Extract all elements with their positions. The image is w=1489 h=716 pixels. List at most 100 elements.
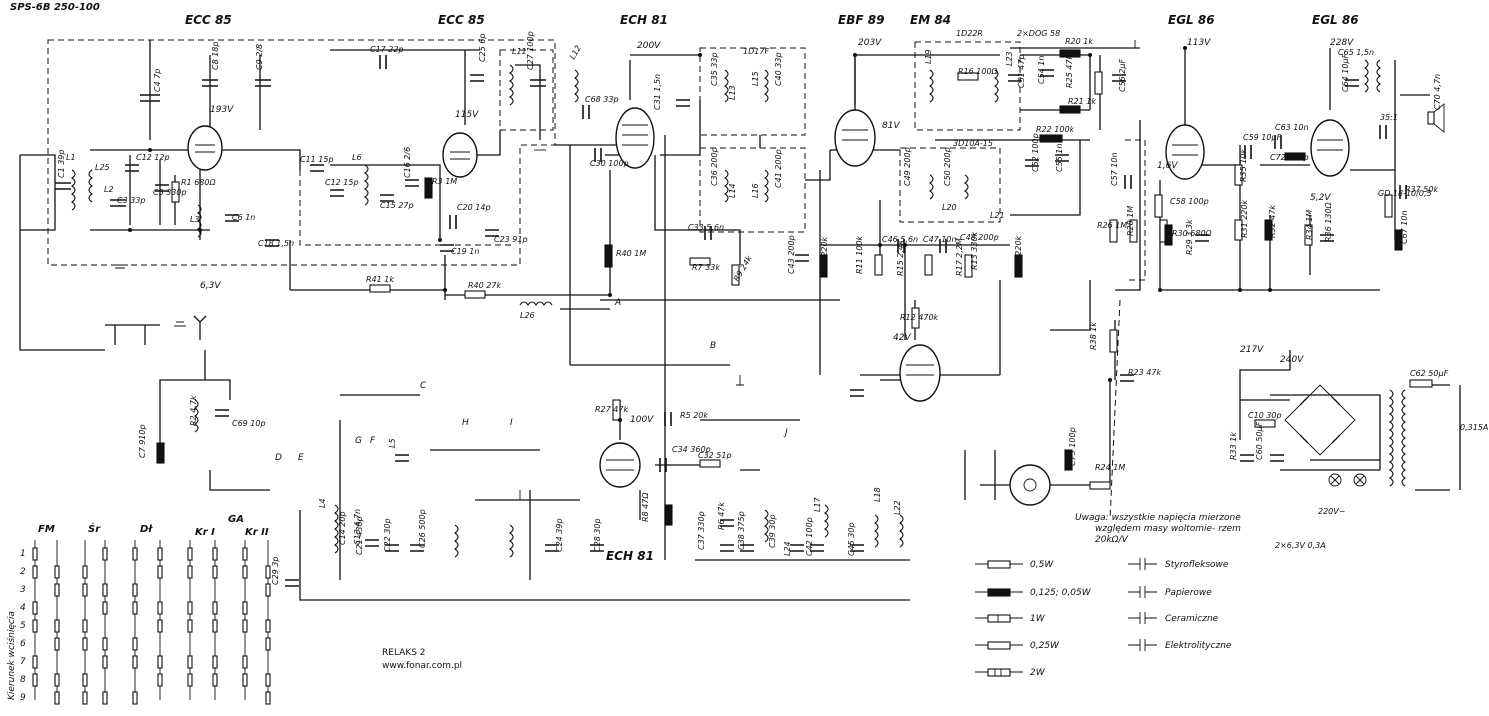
key-contact [242,601,248,615]
legend-resistor-05w: 0,5W [1030,560,1054,570]
key-contact [242,565,248,579]
component-label: C60 50µF [1255,421,1264,460]
component-label: C51 47p [1017,54,1026,88]
component-label: R10 220k [820,236,829,275]
key-contact [102,601,108,615]
tube-label-egl86-1: EGL 86 [1168,13,1215,27]
legend-resistor-0125w: 0,125; 0,05W [1030,588,1092,598]
component-label: C41 200p [774,149,783,188]
key-position-number: 8 [20,675,26,685]
component-label: R13 330k [970,231,979,270]
component-label: C30 100p [590,159,629,168]
key-position-number: 9 [20,693,26,703]
component-label: C35 33p [710,52,719,86]
component-label: C47 10n [923,235,957,244]
component-label: R12 470k [900,313,939,322]
key-contact [157,601,163,615]
component-label: L19 [924,49,933,64]
key-contact [132,601,138,615]
component-label: C52 100p [1031,133,1040,172]
tube-label-ech81-mixer: ECH 81 [620,13,668,27]
component-label: R35 10k [1239,149,1248,182]
voltage-label: 81V [882,121,900,131]
component-label: C70 4,7n [1433,74,1442,110]
component-label: L3 [190,215,200,224]
key-contact [54,637,60,651]
component-label: R28 1M [1126,206,1135,236]
component-label: 2×6,3V 0,3A [1275,541,1326,550]
component-label: C6 1n [232,213,255,222]
tube-labels: ECC 85 ECC 85 ECH 81 EBF 89 EM 84 EGL 86… [185,13,1359,563]
component-label: L14 [728,183,737,198]
band-label-dl: Dł [140,524,153,535]
tuning-indicator-eye [1009,464,1051,506]
component-label: C46 5,6n [882,235,918,244]
component-label: C34 360p [672,445,711,454]
band-label-sr: Śr [88,522,101,535]
key-contact [54,691,60,705]
band-label-fm: FM [38,524,55,535]
key-contact [157,547,163,561]
key-contact [82,565,88,579]
key-contact [265,565,271,579]
component-label: C10 30p [1248,411,1282,420]
component-label: L21 [990,211,1005,220]
switch-letter: B [710,341,716,351]
component-label: C1 39p [57,150,66,178]
tube-em84 [899,344,941,402]
key-contact [132,655,138,669]
component-label: C15 27p [380,201,414,210]
component-label: L25 [95,163,110,172]
key-contact [54,673,60,687]
key-contact [212,601,218,615]
key-contact [102,637,108,651]
voltage-label: 228V [1330,38,1354,48]
key-contact [102,691,108,705]
component-label: 2×DOG 58 [1017,29,1060,38]
key-contact [265,619,271,633]
component-label: R6 47k [717,502,726,530]
component-label: L4 [318,498,327,508]
component-label: C57 10n [1110,152,1119,186]
key-contact [187,601,193,615]
tube-label-ech81-oscillator: ECH 81 [606,549,654,563]
component-label: R36 130Ω [1324,201,1333,242]
component-label: R15 2,4k [896,240,905,276]
component-label: C39 30p [768,514,777,548]
component-label: R37 50k [1405,185,1438,194]
switch-letter: J [783,428,788,438]
component-label: R40 27k [468,281,501,290]
component-label: C68 33p [585,95,619,104]
component-label: C18 1,5n [258,239,294,248]
key-position-number: 7 [20,657,26,667]
component-label: L12 [568,44,583,61]
resistor-symbols [156,49,1403,526]
tube-label-egl86-2: EGL 86 [1312,13,1359,27]
component-label: C54 1n [1037,56,1046,84]
component-label: R2 4,7k [189,395,198,426]
key-contact [82,637,88,651]
component-label: 1D22R [956,29,983,38]
switch-letter: A [614,298,621,308]
key-contact [157,673,163,687]
key-contact [265,583,271,597]
key-contact [187,565,193,579]
key-contact [54,583,60,597]
component-label: R26 1M [1097,221,1127,230]
component-label: L23 [1005,51,1014,66]
voltage-label: 113V [1187,38,1211,48]
key-contact [187,655,193,669]
component-label: C37 330p [697,511,706,550]
component-label: 0,315A [1460,423,1488,432]
voltage-label: 200V [637,41,661,51]
tube-egl86-2 [1310,119,1350,177]
component-label: R38 1k [1089,322,1098,350]
key-contact [187,547,193,561]
component-label: C25 6p [478,34,487,62]
voltage-label: 217V [1240,345,1264,355]
bridge-rectifier [1284,384,1356,456]
voltage-label: 115V [455,110,479,120]
